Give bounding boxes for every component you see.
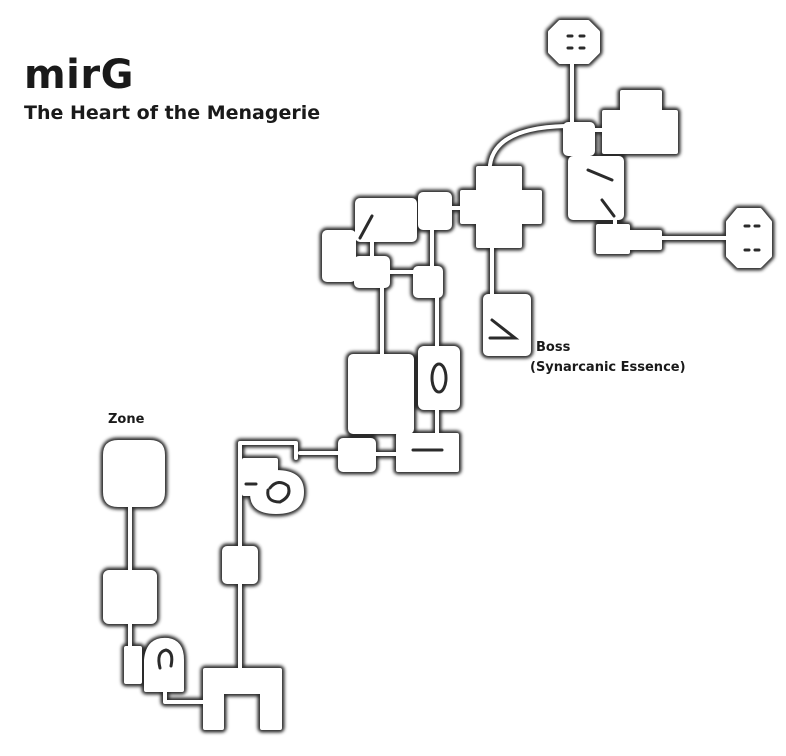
boss-label: Boss [536, 340, 571, 355]
boss-name-label: (Synarcanic Essence) [530, 360, 686, 375]
zone-label: Zone [108, 412, 145, 427]
map-title: mirG [24, 52, 134, 98]
map-subtitle: The Heart of the Menagerie [24, 102, 321, 124]
